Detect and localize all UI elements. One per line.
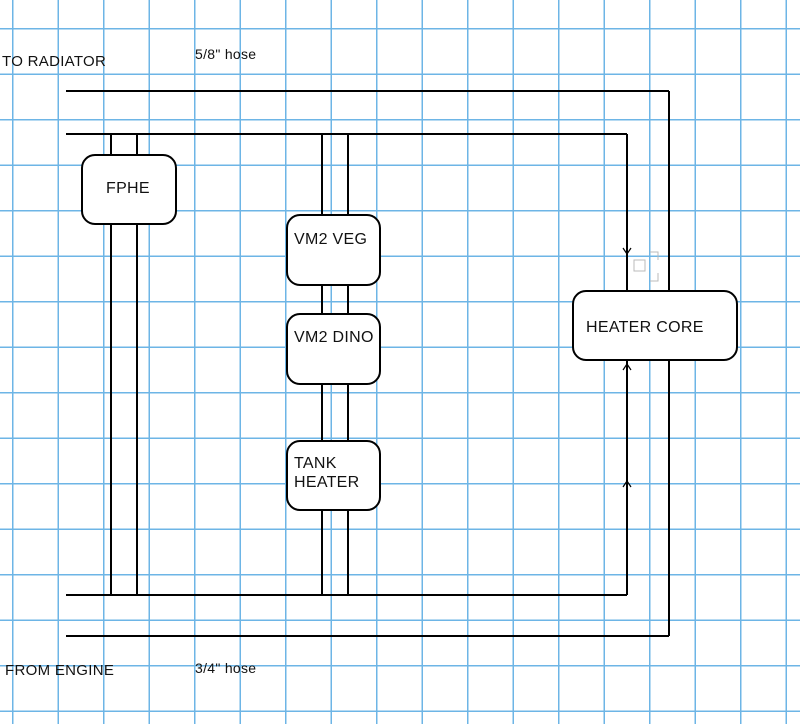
vm2-dino-box: VM2 DINO [286, 313, 381, 385]
heater-core-box: HEATER CORE [572, 290, 738, 361]
flow-arrow-down [622, 247, 632, 256]
heater-core-label: HEATER CORE [586, 319, 704, 336]
from-engine-label: FROM ENGINE [5, 662, 115, 679]
tank-heater-box: TANK HEATER [286, 440, 381, 511]
vm2-dino-label: VM2 DINO [294, 329, 374, 346]
flow-arrow-up [622, 479, 632, 488]
selection-handle-corner [650, 273, 659, 282]
tank-heater-label: TANK HEATER [294, 455, 360, 491]
vm2-veg-box: VM2 VEG [286, 214, 381, 286]
to-radiator-label: TO RADIATOR [2, 53, 107, 70]
vm2-veg-label: VM2 VEG [294, 231, 368, 248]
selection-handle [633, 259, 646, 272]
fphe-box: FPHE [81, 154, 177, 225]
selection-handle-corner [650, 251, 659, 260]
fphe-label: FPHE [106, 180, 150, 197]
top-hose-size-label: 5/8" hose [195, 46, 257, 62]
bottom-hose-size-label: 3/4" hose [195, 660, 257, 676]
flow-arrow-up [622, 362, 632, 371]
